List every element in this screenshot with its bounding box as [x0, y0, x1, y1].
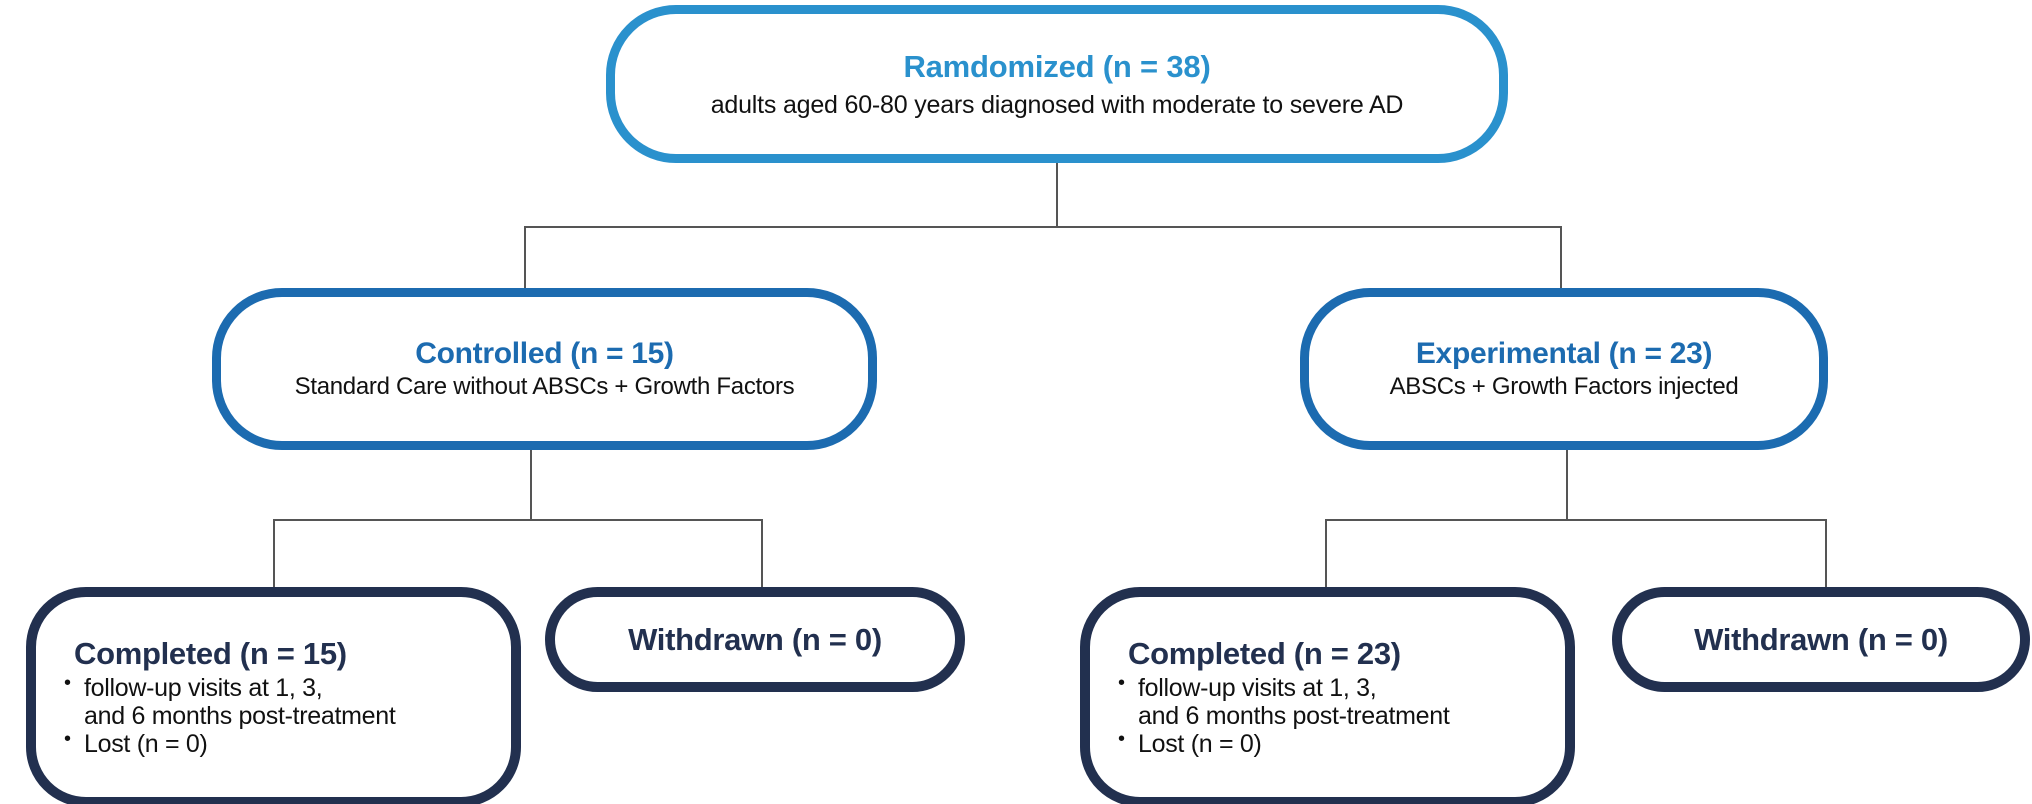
- connector-controlled-split-bar: [273, 519, 763, 521]
- connector-root-split-bar: [524, 226, 1562, 228]
- connector-to-completed-experimental: [1325, 519, 1327, 587]
- node-experimental[interactable]: Experimental (n = 23) ABSCs + Growth Fac…: [1300, 288, 1828, 450]
- node-completed-experimental-title: Completed (n = 23): [1128, 636, 1401, 671]
- node-completed-experimental-bullets: follow-up visits at 1, 3, and 6 months p…: [1116, 672, 1450, 758]
- node-completed-control[interactable]: Completed (n = 15) follow-up visits at 1…: [26, 587, 521, 804]
- node-completed-control-bullets: follow-up visits at 1, 3, and 6 months p…: [62, 672, 396, 758]
- connector-controlled-stem: [530, 450, 532, 520]
- node-withdrawn-experimental[interactable]: Withdrawn (n = 0): [1612, 587, 2030, 692]
- node-withdrawn-experimental-title: Withdrawn (n = 0): [1694, 621, 1948, 657]
- node-experimental-subtitle: ABSCs + Growth Factors injected: [1389, 373, 1739, 400]
- connector-experimental-stem: [1566, 450, 1568, 520]
- connector-to-controlled: [524, 226, 526, 289]
- node-controlled[interactable]: Controlled (n = 15) Standard Care withou…: [212, 288, 877, 450]
- node-withdrawn-control-title: Withdrawn (n = 0): [628, 621, 882, 657]
- connector-root-stem: [1056, 163, 1058, 227]
- list-item: Lost (n = 0): [1116, 728, 1450, 758]
- node-controlled-title: Controlled (n = 15): [415, 337, 674, 370]
- list-item: Lost (n = 0): [62, 728, 396, 758]
- node-randomized[interactable]: Ramdomized (n = 38) adults aged 60-80 ye…: [606, 5, 1508, 163]
- connector-to-withdrawn-control: [761, 519, 763, 587]
- node-randomized-subtitle: adults aged 60-80 years diagnosed with m…: [710, 90, 1404, 119]
- node-experimental-title: Experimental (n = 23): [1415, 337, 1713, 370]
- list-item: follow-up visits at 1, 3, and 6 months p…: [62, 672, 396, 730]
- node-randomized-title: Ramdomized (n = 38): [903, 48, 1211, 84]
- node-completed-experimental[interactable]: Completed (n = 23) follow-up visits at 1…: [1080, 587, 1575, 804]
- node-controlled-subtitle: Standard Care without ABSCs + Growth Fac…: [294, 373, 795, 400]
- connector-experimental-split-bar: [1325, 519, 1827, 521]
- list-item: follow-up visits at 1, 3, and 6 months p…: [1116, 672, 1450, 730]
- node-completed-control-title: Completed (n = 15): [74, 636, 347, 671]
- node-withdrawn-control[interactable]: Withdrawn (n = 0): [545, 587, 965, 692]
- connector-to-completed-control: [273, 519, 275, 587]
- connector-to-experimental: [1560, 226, 1562, 289]
- connector-to-withdrawn-experimental: [1825, 519, 1827, 587]
